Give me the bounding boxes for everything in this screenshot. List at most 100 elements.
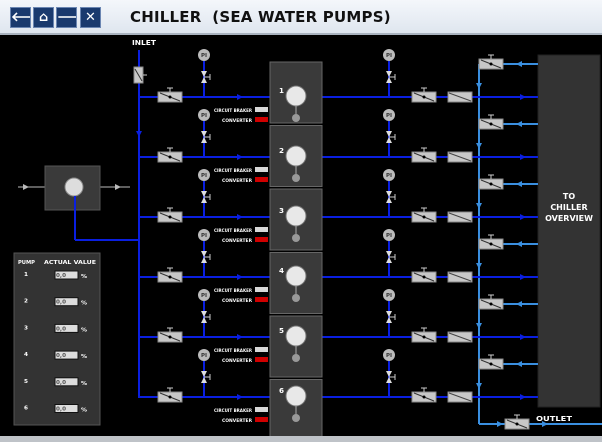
pump-number: 1 [279,87,284,95]
valve[interactable] [411,207,437,223]
valve[interactable] [157,207,183,223]
home-button[interactable]: ⌂ [33,7,54,28]
pump-5-icon[interactable] [285,325,307,347]
arrow-left-icon: 🡐 [11,10,30,25]
converter-label: CONVERTER [222,178,253,184]
converter-status[interactable] [255,177,268,182]
pump-number: 6 [279,387,284,395]
panel-pump-number: 2 [24,299,28,305]
motor-icon [292,234,300,242]
flow-arrow-icon [237,94,243,100]
valve[interactable] [157,267,183,283]
pump-3-icon[interactable] [285,205,307,227]
circuit-breaker-status[interactable] [255,347,268,352]
pump-1-icon[interactable] [285,85,307,107]
overview-label: CHILLER [550,203,587,212]
valve-dot [168,335,172,339]
filter [447,271,473,283]
actual-value-field[interactable] [54,297,79,307]
valve[interactable] [157,87,183,103]
circuit-breaker-status[interactable] [255,287,268,292]
gauge-label: PI [201,233,207,239]
flow-arrow-icon [23,184,29,190]
pump-number: 2 [279,147,284,155]
converter-status[interactable] [255,357,268,362]
converter-status[interactable] [255,117,268,122]
filter [447,91,473,103]
flow-arrow-icon [520,154,526,160]
valve[interactable] [157,387,183,403]
valve[interactable] [478,234,504,250]
gauge-label: PI [386,173,392,179]
unit-label: % [81,408,88,414]
actual-value-panel [13,252,101,426]
valve-dot [515,422,519,426]
circuit-breaker-status[interactable] [255,167,268,172]
overview-label: OVERVIEW [545,214,593,223]
valve-dot [489,122,493,126]
converter-label: CONVERTER [222,418,253,424]
aux-pump-icon[interactable] [64,177,84,197]
motor-icon [292,114,300,122]
valve[interactable] [478,174,504,190]
valve[interactable] [478,114,504,130]
flow-arrow-icon [520,94,526,100]
converter-status[interactable] [255,237,268,242]
valve[interactable] [157,147,183,163]
pressure-gauge-icon [383,49,395,61]
back-button[interactable]: 🡐 [10,7,31,28]
pump-6-icon[interactable] [285,385,307,407]
gauge-label: PI [386,353,392,359]
close-button[interactable]: ✕ [80,7,101,28]
pump-2-icon[interactable] [285,145,307,167]
flow-arrow-icon [516,121,522,127]
valve[interactable] [411,87,437,103]
flow-arrow-icon [516,301,522,307]
flow-arrow-icon [476,383,482,389]
actual-value: 0,0 [56,380,66,386]
actual-value-field[interactable] [54,377,79,387]
converter-status[interactable] [255,417,268,422]
home-icon: ⌂ [38,10,49,25]
circuit-breaker-status[interactable] [255,227,268,232]
flow-arrow-icon [476,83,482,89]
panel-header-pump: PUMP [18,260,35,266]
circuit-breaker-status[interactable] [255,407,268,412]
valve[interactable] [411,267,437,283]
valve[interactable] [478,354,504,370]
converter-status[interactable] [255,297,268,302]
actual-value-field[interactable] [54,270,79,280]
panel-pump-number: 1 [24,272,28,278]
pump-4-icon[interactable] [285,265,307,287]
valve[interactable] [478,54,504,70]
circuit-breaker-label: CIRCUIT BRAKER [214,228,252,234]
actual-value-field[interactable] [54,323,79,333]
motor-icon [292,354,300,362]
pump-box [269,252,323,314]
filter [447,331,473,343]
valve[interactable] [411,147,437,163]
pressure-gauge-icon [198,49,210,61]
flow-arrow-icon [237,274,243,280]
valve[interactable] [411,387,437,403]
flow-arrow-icon [497,421,503,427]
flow-arrow-icon [136,131,142,137]
valve[interactable] [504,414,530,430]
filter-slash [448,272,472,282]
valve[interactable] [411,327,437,343]
unit-label: % [81,381,88,387]
valve-dot [168,395,172,399]
valve[interactable] [478,294,504,310]
actual-value-field[interactable] [54,350,79,360]
valve-dot [422,335,426,339]
forward-button[interactable]: 🡒 [56,7,77,28]
gauge-label: PI [201,53,207,59]
flow-arrow-icon [520,274,526,280]
valve-dot [489,242,493,246]
actual-value-field[interactable] [54,404,79,413]
circuit-breaker-status[interactable] [255,107,268,112]
converter-label: CONVERTER [222,118,253,124]
chiller-overview-button[interactable] [537,54,601,408]
valve[interactable] [157,327,183,343]
title-bar: 🡐 ⌂ 🡒 ✕ CHILLER (SEA WATER PUMPS) [0,0,602,35]
